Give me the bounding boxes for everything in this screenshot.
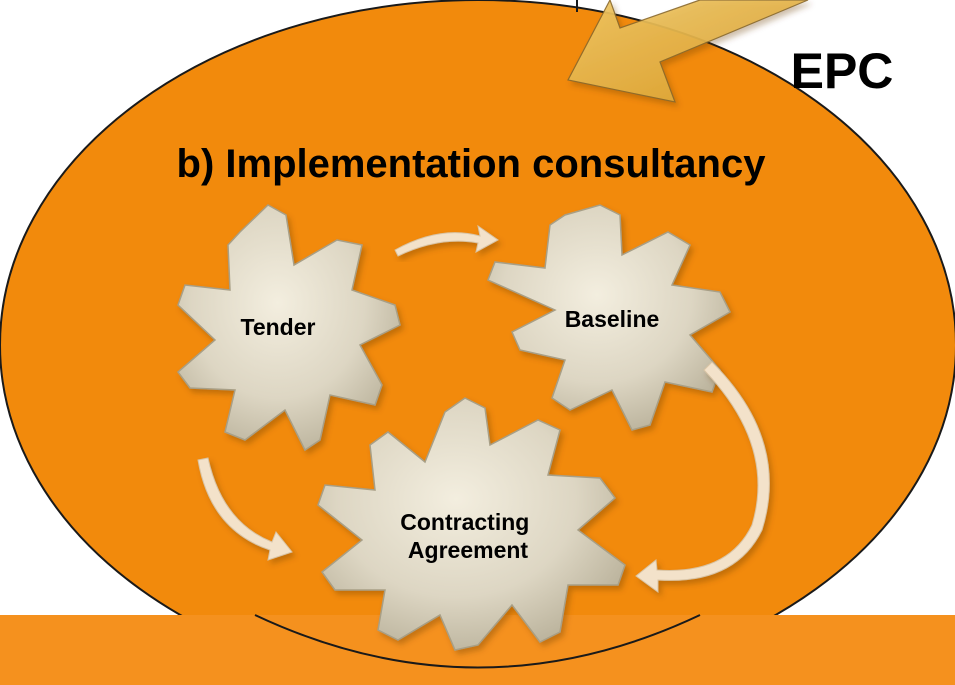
gear-label-contracting: Contracting Agreement — [400, 509, 535, 563]
gear-label-tender: Tender — [241, 314, 316, 340]
flow-arrow-left — [197, 457, 293, 561]
gear-label-contracting-line2: Agreement — [408, 537, 528, 563]
ellipse-bottom-edge — [254, 614, 701, 669]
gear-tender: Tender — [176, 204, 401, 452]
gear-contracting: Contracting Agreement — [317, 397, 626, 651]
big-arrow — [567, 0, 809, 103]
gear-baseline: Baseline — [487, 204, 731, 431]
arrow-icon — [394, 224, 499, 257]
page-title: b) Implementation consultancy — [177, 142, 767, 186]
gear-icon — [176, 204, 401, 452]
arrow-icon — [567, 0, 809, 103]
gear-label-baseline: Baseline — [565, 306, 660, 332]
gear-icon — [317, 397, 626, 651]
gear-icon — [487, 204, 731, 431]
gear-label-contracting-line1: Contracting — [400, 509, 529, 535]
arrow-icon — [197, 457, 293, 561]
flow-arrow-right — [635, 361, 770, 593]
flow-arrow-top — [394, 224, 499, 257]
arrow-icon — [635, 361, 770, 593]
epc-label: EPC — [791, 43, 894, 99]
